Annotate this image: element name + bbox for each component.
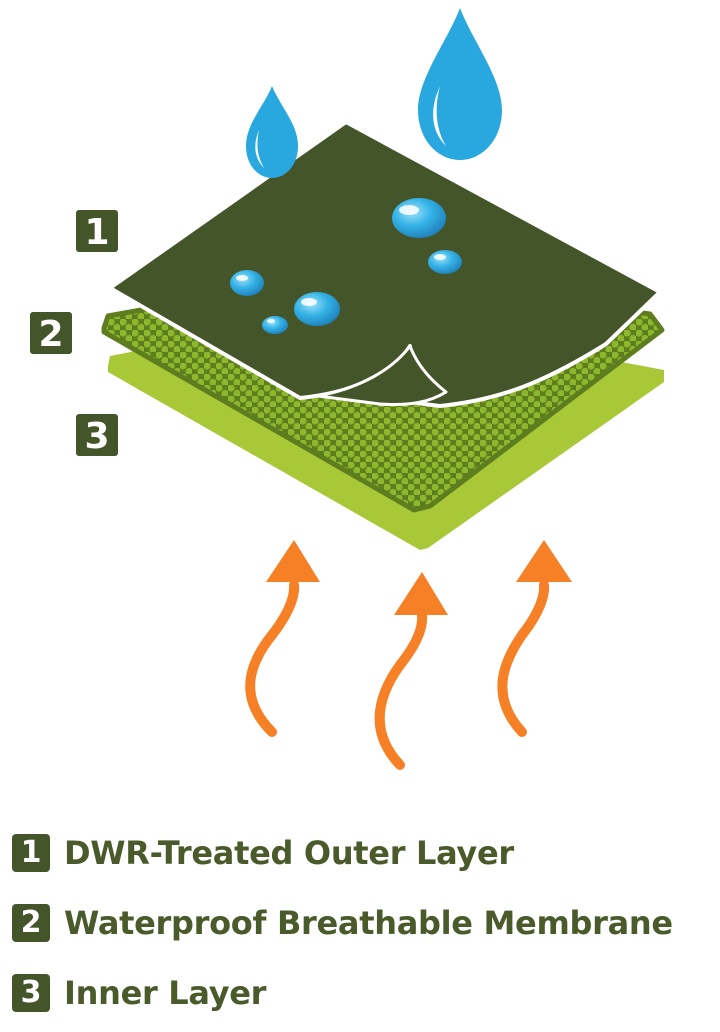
legend-item-membrane: 2 Waterproof Breathable Membrane — [12, 892, 720, 954]
layer-badge-2-number: 2 — [38, 314, 63, 355]
legend-item-outer-layer: 1 DWR-Treated Outer Layer — [12, 822, 720, 884]
legend-badge-1: 1 — [12, 834, 50, 872]
layer-badge-2: 2 — [30, 312, 72, 355]
legend-badge-3: 3 — [12, 974, 50, 1012]
legend-label-inner-layer: Inner Layer — [64, 974, 267, 1012]
legend-badge-2: 2 — [12, 904, 50, 942]
legend-item-inner-layer: 3 Inner Layer — [12, 962, 720, 1024]
layer-badge-3-number: 3 — [84, 416, 109, 457]
outer-layer — [108, 120, 662, 408]
layer-badge-1: 1 — [76, 210, 118, 253]
peeled-corner-fold — [316, 344, 448, 406]
raindrop-icon — [246, 8, 502, 178]
layer-badge-3: 3 — [76, 414, 118, 457]
legend: 1 DWR-Treated Outer Layer 2 Waterproof B… — [12, 822, 720, 1032]
legend-label-outer-layer: DWR-Treated Outer Layer — [64, 834, 514, 872]
water-bead-icon — [230, 198, 462, 334]
layer-badge-1-number: 1 — [84, 212, 109, 253]
legend-label-membrane: Waterproof Breathable Membrane — [64, 904, 673, 942]
heat-arrow-icon — [245, 540, 572, 770]
